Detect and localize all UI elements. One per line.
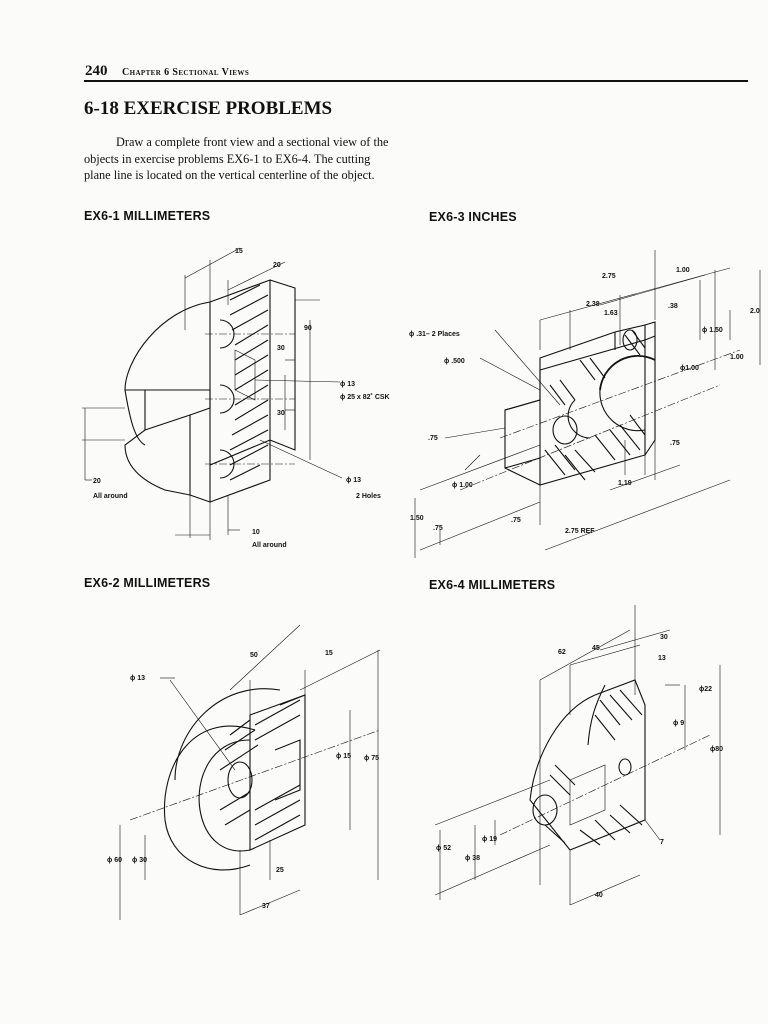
ex6-2-heading: EX6-2 MILLIMETERS: [84, 576, 211, 590]
ex6-3-dim-.75d: .75: [511, 517, 521, 524]
ex6-1-dim-15: 15: [235, 248, 243, 255]
ex6-1-dim-10: 10: [252, 529, 260, 536]
ex6-1-dim-phi13: ϕ 13: [340, 381, 355, 388]
ex6-3-dim-1.00b: 1.00: [730, 354, 744, 361]
ex6-2-dim-phi75: ϕ 75: [364, 755, 379, 762]
ex6-3-dim-1.50: 1.50: [410, 515, 424, 522]
ex6-4-dim-45: 45: [592, 645, 600, 652]
ex6-3-dim-phi31: ϕ .31– 2 Places: [409, 331, 460, 338]
ex6-4-dim-40: 40: [595, 892, 603, 899]
ex6-4-heading: EX6-4 MILLIMETERS: [429, 578, 556, 592]
ex6-2-drawing: 50 15 ϕ 13 ϕ 15 ϕ 75 ϕ 60 ϕ 30 25 37: [107, 624, 381, 920]
ex6-4-dim-phi22: ϕ22: [699, 686, 712, 693]
ex6-3-dim-1.00: 1.00: [676, 267, 690, 274]
page-number: 240: [85, 63, 108, 79]
section-body: Draw a complete front view and a section…: [84, 135, 389, 182]
ex6-4-drawing: 30 62 45 13 ϕ22 ϕ 9 ϕ80 ϕ 19 ϕ 52 ϕ 38 7…: [434, 605, 723, 906]
header-rule: [84, 80, 748, 82]
ex6-4-dim-phi9: ϕ 9: [673, 720, 684, 727]
ex6-2-dim-15: 15: [325, 650, 333, 657]
ex6-3-dim-phi100: ϕ1.00: [680, 365, 699, 372]
ex6-2-dim-phi60: ϕ 60: [107, 857, 122, 864]
ex6-4-dim-7: 7: [660, 839, 664, 846]
ex6-3-dim-.75c: .75: [433, 525, 443, 532]
ex6-1-dim-holes: 2 Holes: [356, 493, 381, 500]
ex6-1-dim-20b: 20: [93, 478, 101, 485]
ex6-1-heading: EX6-1 MILLIMETERS: [84, 209, 211, 223]
ex6-1-dim-30b: 30: [277, 410, 285, 417]
ex6-3-dim-.38: .38: [668, 303, 678, 310]
ex6-4-dim-phi38: ϕ 38: [465, 855, 480, 862]
ex6-3-dim-2.0: 2.0: [750, 308, 760, 315]
ex6-1-dim-all-around-a: All around: [93, 493, 128, 500]
ex6-1-dim-csk: ϕ 25 x 82˚ CSK: [340, 393, 390, 401]
ex6-2-dim-phi15: ϕ 15: [336, 753, 351, 760]
ex6-3-dim-2.75: 2.75: [602, 273, 616, 280]
ex6-1-dim-phi13b: ϕ 13: [346, 477, 361, 484]
ex6-3-drawing: 1.00 2.75 2.38 1.63 .38 2.0 ϕ .31– 2 Pla…: [409, 250, 761, 558]
ex6-3-dim-phi100b: ϕ 1.00: [452, 482, 473, 489]
ex6-2-dim-phi13: ϕ 13: [130, 675, 145, 682]
ex6-4-dim-62: 62: [558, 649, 566, 656]
running-head: Chapter 6 Sectional Views: [122, 67, 250, 78]
ex6-3-dim-2.38: 2.38: [586, 301, 600, 308]
ex6-2-dim-50: 50: [250, 652, 258, 659]
ex6-4-dim-phi52: ϕ 52: [436, 845, 451, 852]
ex6-1-dim-all-around-b: All around: [252, 542, 287, 549]
ex6-3-dim-phi500: ϕ .500: [444, 358, 465, 365]
ex6-3-dim-.75a: .75: [428, 435, 438, 442]
ex6-1-dim-90: 90: [304, 325, 312, 332]
ex6-4-dim-phi19: ϕ 19: [482, 836, 497, 843]
ex6-2-dim-phi30: ϕ 30: [132, 857, 147, 864]
ex6-3-dim-.75b: .75: [670, 440, 680, 447]
ex6-2-dim-25: 25: [276, 867, 284, 874]
ex6-3-dim-phi150: ϕ 1.50: [702, 327, 723, 334]
ex6-1-dim-30a: 30: [277, 345, 285, 352]
ex6-4-dim-13: 13: [658, 655, 666, 662]
ex6-3-heading: EX6-3 INCHES: [429, 210, 517, 224]
ex6-1-dim-20: 20: [273, 262, 281, 269]
ex6-2-dim-37: 37: [262, 903, 270, 910]
section-title: 6-18 EXERCISE PROBLEMS: [84, 98, 333, 119]
ex6-3-dim-1.63: 1.63: [604, 310, 618, 317]
ex6-4-dim-phi80: ϕ80: [710, 746, 723, 753]
ex6-1-drawing: 15 20 90 30 30 ϕ 13 ϕ 25 x 82˚ CSK ϕ 13 …: [82, 247, 390, 549]
ex6-3-dim-2.75ref: 2.75 REF: [565, 528, 595, 535]
ex6-3-dim-1.19: 1.19: [618, 480, 632, 487]
ex6-4-dim-30: 30: [660, 634, 668, 641]
